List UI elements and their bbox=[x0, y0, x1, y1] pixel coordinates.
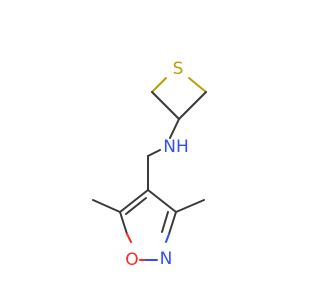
amine-atom-label: NH bbox=[163, 137, 189, 157]
bond-c4-c5-inner bbox=[125, 197, 147, 215]
bond-ch2-left-ch bbox=[151, 91, 180, 120]
bond-c4-c3 bbox=[147, 189, 177, 213]
bond-c4-c5 bbox=[119, 189, 149, 213]
bond-c5-o-colored bbox=[126, 233, 132, 243]
sulfur-atom-label: S bbox=[173, 59, 184, 79]
ring-nitrogen-atom-label: N bbox=[160, 249, 173, 269]
bonds bbox=[92, 77, 207, 261]
ring-oxygen-atom-label: O bbox=[125, 250, 138, 270]
bond-c5-methyl bbox=[92, 199, 121, 213]
bond-s-ch2-right bbox=[188, 77, 207, 93]
bond-c3-n-colored bbox=[165, 233, 170, 243]
bond-s-ch2-left bbox=[151, 77, 167, 93]
molecule-canvas: S NH N O bbox=[92, 59, 207, 270]
bond-c3-n bbox=[168, 211, 177, 235]
bond-nh-methylene bbox=[147, 149, 161, 157]
structure-diagram: S NH N O bbox=[92, 59, 207, 270]
atom-labels: S NH N O bbox=[125, 59, 188, 270]
bond-c3-methyl bbox=[175, 199, 205, 213]
bond-c5-o bbox=[119, 211, 128, 235]
bond-c3-n-double bbox=[161, 211, 169, 233]
bond-ch-nh bbox=[169, 118, 180, 139]
bond-ch2-right-ch bbox=[178, 91, 207, 120]
